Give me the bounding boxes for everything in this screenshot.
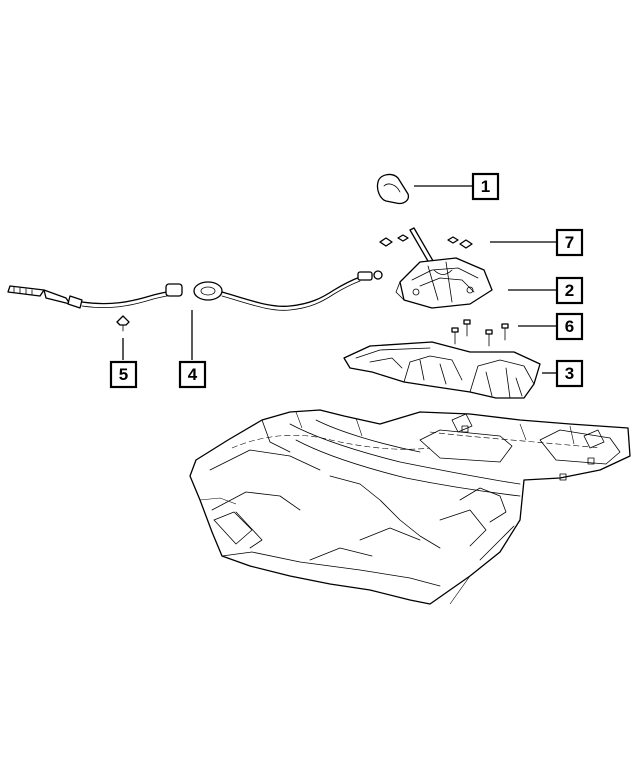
callout-1-label: 1 [481,177,490,196]
callout-3[interactable]: 3 [555,359,584,388]
callout-2[interactable]: 2 [555,276,584,305]
shifter-bracket[interactable] [343,341,541,399]
callout-6-label: 6 [565,317,574,336]
shift-cable[interactable] [7,270,383,311]
callout-7[interactable]: 7 [555,228,584,257]
callout-4[interactable]: 4 [178,360,207,389]
callout-4-label: 4 [188,365,198,384]
floor-carpet[interactable] [189,409,631,605]
leader-lines [122,185,556,374]
callout-5[interactable]: 5 [109,360,138,389]
bolts[interactable] [451,319,509,347]
callout-2-label: 2 [565,281,574,300]
callout-3-label: 3 [565,364,574,383]
callout-1[interactable]: 1 [471,172,500,201]
cable-clip[interactable] [116,315,130,332]
shift-knob[interactable] [376,173,410,205]
callout-5-label: 5 [119,365,128,384]
callout-7-label: 7 [565,233,574,252]
callout-6[interactable]: 6 [555,312,584,341]
shifter-assembly[interactable] [379,227,493,309]
